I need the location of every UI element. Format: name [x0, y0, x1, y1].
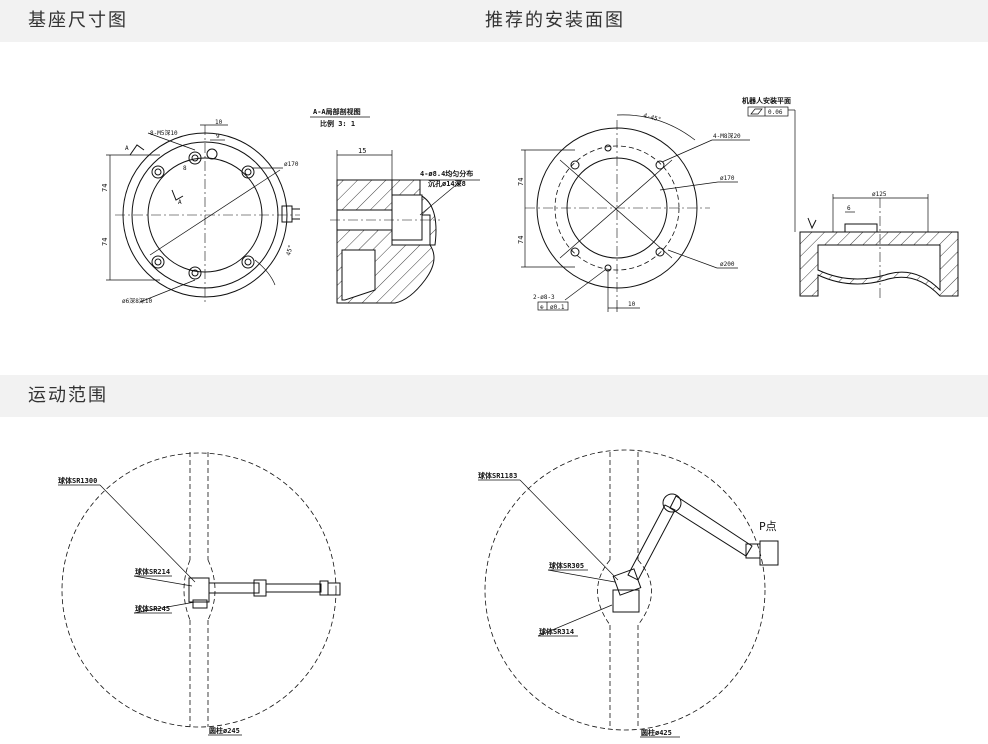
- base-label-a-top: A: [125, 145, 129, 152]
- section-header-bar-motion: [0, 375, 988, 417]
- plane-dia-125: ø125: [872, 191, 887, 198]
- install-dia-200: ø200: [720, 261, 735, 268]
- base-angle-45: 45°: [285, 244, 295, 256]
- section-view-drawing: A-A局部剖视图 比例 3: 1 15 4-ø8.4均匀分布 沉孔ø14深8: [310, 107, 480, 304]
- base-dim-10: 10: [215, 119, 223, 126]
- base-dimension-drawing: 8-M5深10 10 9 8 A A 74 74 ø170 45° ø6深8深1…: [101, 119, 300, 305]
- motion-right-outer-label: 球体SR1183: [478, 471, 517, 480]
- section-title: A-A局部剖视图: [313, 107, 361, 116]
- section-title-installation: 推荐的安装面图: [485, 10, 625, 31]
- motion-right-inner-label: 球体SR314: [539, 627, 574, 636]
- base-dim-74-top: 74: [101, 184, 109, 192]
- install-tol-sym: ⊕: [540, 304, 544, 311]
- install-dim-10: 10: [628, 301, 636, 308]
- base-dia-170: ø170: [284, 161, 299, 168]
- install-dia-170: ø170: [720, 175, 735, 182]
- mount-slot-group: [151, 148, 255, 280]
- motion-left-mid-label: 球体SR214: [135, 567, 170, 576]
- section-title-base-dimensions: 基座尺寸图: [28, 10, 128, 31]
- section-header-bar-top: [0, 0, 988, 42]
- plane-title: 机器人安装平面: [742, 96, 791, 105]
- base-dim-74-bottom: 74: [101, 238, 109, 246]
- motion-right-p-point: P点: [759, 520, 777, 533]
- mounting-plane-drawing: 机器人安装平面 0.06 ø125 6: [742, 96, 959, 300]
- install-pin-note: 2-ø8-3: [533, 294, 555, 301]
- motion-left-inner-label: 球体SR245: [135, 604, 170, 613]
- install-angle: 4-45°: [642, 112, 661, 123]
- installation-drawing: 74 74 4-45° 4-M8深20 ø170 ø200 2-ø8-3 ⊕ ø…: [517, 112, 750, 312]
- install-dim-74-top: 74: [517, 178, 525, 186]
- robot-arm-raised: [612, 493, 779, 613]
- section-title-motion-range: 运动范围: [28, 385, 108, 406]
- install-dim-74-bottom: 74: [517, 236, 525, 244]
- install-tol-val: ø0.1: [550, 304, 565, 311]
- base-label-a-mid: A: [178, 199, 182, 206]
- section-scale: 比例 3: 1: [320, 119, 355, 128]
- motion-left-cyl-label: 圆柱ø245: [209, 726, 240, 735]
- section-dim-15: 15: [358, 147, 366, 155]
- plane-flatness-val: 0.06: [768, 109, 783, 116]
- section-hole-note-1: 4-ø8.4均匀分布: [420, 169, 473, 178]
- base-dim-9: 9: [216, 133, 220, 140]
- base-dim-top-left: 8-M5深10: [150, 129, 178, 137]
- section-hole-note-2: 沉孔ø14深8: [428, 179, 466, 188]
- base-dim-bottom-left: ø6深8深10: [122, 297, 152, 305]
- motion-left-outer-label: 球体SR1300: [58, 476, 97, 485]
- plane-dim-6: 6: [847, 205, 851, 212]
- install-thread: 4-M8深20: [713, 132, 741, 140]
- motion-right-cyl-label: 圆柱ø425: [641, 728, 672, 737]
- robot-arm-horizontal: [188, 577, 341, 609]
- motion-right-mid-label: 球体SR305: [549, 561, 584, 570]
- base-dim-8: 8: [183, 165, 187, 172]
